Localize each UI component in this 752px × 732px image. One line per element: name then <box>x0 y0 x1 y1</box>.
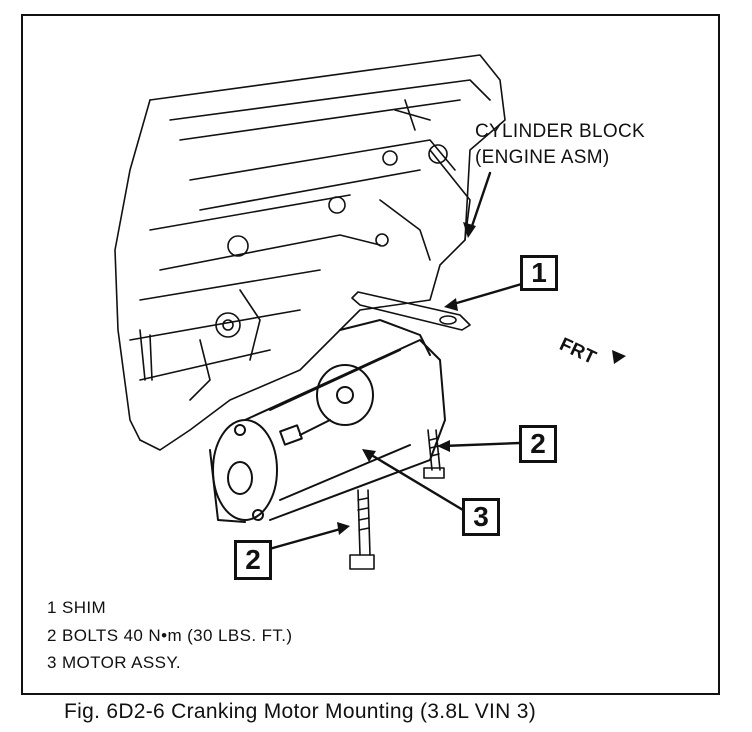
figure-frame <box>21 14 720 695</box>
legend-item-bolts: 2 BOLTS 40 N•m (30 LBS. FT.) <box>47 626 293 645</box>
engine-asm-label: (ENGINE ASM) <box>475 147 610 168</box>
figure-caption: Fig. 6D2-6 Cranking Motor Mounting (3.8L… <box>64 700 537 723</box>
callout-motor: 3 <box>462 498 500 536</box>
shim-drawing <box>351 291 471 331</box>
cylinder-block-drawing <box>114 54 506 451</box>
cylinder-block-label: CYLINDER BLOCK <box>475 121 645 142</box>
starter-motor-drawing <box>209 319 446 523</box>
leader-lines <box>253 171 527 555</box>
front-arrow-icon <box>612 350 626 364</box>
upper-bolt-drawing <box>423 429 445 479</box>
callout-shim: 1 <box>520 255 558 291</box>
callout-bolt-upper: 2 <box>519 425 557 463</box>
legend-item-shim: 1 SHIM <box>47 598 107 617</box>
arrowheads <box>337 222 626 535</box>
legend-item-motor: 3 MOTOR ASSY. <box>47 653 182 672</box>
lower-bolt-drawing <box>349 489 375 570</box>
callout-bolt-lower: 2 <box>234 540 272 580</box>
